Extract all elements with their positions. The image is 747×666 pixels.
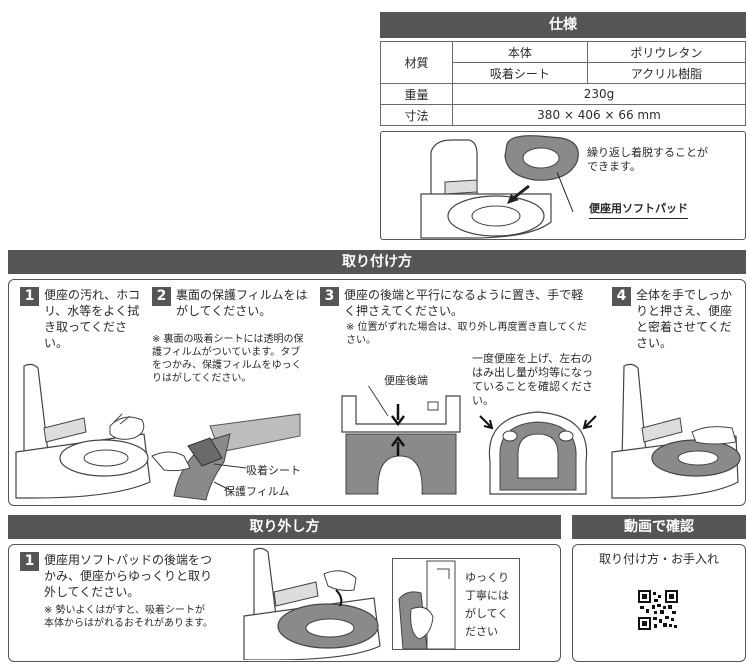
step-text: 便座の後端と平行になるように置き、手で軽く押さえてください。: [344, 288, 584, 318]
install-step-2-note: ※ 裏面の吸着シートには透明の保護フィルムがついています。タブをつかみ、保護フィ…: [152, 334, 304, 384]
remove-title-bar: 取り外し方: [8, 515, 561, 539]
spec-sheet-label: 吸着シート: [452, 62, 588, 84]
video-title: 動画で確認: [624, 519, 694, 535]
spec-figure-label: 便座用ソフトパッド: [589, 202, 688, 219]
step-number: 2: [152, 287, 171, 306]
pointer-line: [557, 172, 574, 213]
spec-size-label: 寸法: [380, 104, 453, 126]
spec-material-label: 材質: [380, 41, 453, 84]
remove-step-1: 1 便座用ソフトパッドの後端をつかみ、便座からゆっくりと取り外してください。: [20, 552, 220, 600]
peel-film-illustration: [151, 413, 301, 501]
toilet-with-pad-illustration: [420, 135, 579, 239]
check-alignment-illustration: [479, 411, 597, 495]
install-step-2: 2 裏面の保護フィルムをはがしてください。: [152, 287, 312, 319]
peel-slowly-illustration: [398, 560, 456, 649]
step-text: 便座用ソフトパッドの後端をつかみ、便座からゆっくりと取り外してください。: [44, 553, 213, 599]
label-adsorption-sheet: 吸着シート: [246, 464, 301, 477]
remove-note: ※ 勢いよくはがすと、吸着シートが本体からはがれるおそれがあります。: [44, 605, 213, 629]
spec-figure-note: 繰り返し着脱することができます。: [587, 146, 708, 173]
spec-table: 材質 本体 ポリウレタン 吸着シート アクリル樹脂 重量 230g 寸法 380…: [380, 41, 747, 126]
install-title-bar: 取り付け方: [8, 250, 746, 274]
install-step-3-note2: 一度便座を上げ、左右のはみ出し量が均等になっていることを確認ください。: [472, 352, 593, 407]
step-number: 4: [612, 287, 631, 306]
remove-pad-illustration: [243, 547, 381, 660]
install-step-3-note: ※ 位置がずれた場合は、取り外し再度置き直してください。: [346, 322, 587, 346]
spec-body-value: ポリウレタン: [586, 41, 747, 63]
place-pad-illustration: [341, 386, 461, 495]
label-protective-film: 保護フィルム: [224, 485, 290, 498]
step-text: 裏面の保護フィルムをはがしてください。: [176, 288, 308, 318]
spec-title-bar: 仕様: [380, 12, 746, 38]
spec-sheet-value: アクリル樹脂: [586, 62, 747, 84]
step-text: 全体を手でしっかりと押さえ、便座と密着させてください。: [636, 288, 733, 350]
spec-body-label: 本体: [452, 41, 588, 63]
remove-inset-box: ゆっくり丁寧にはがしてください: [392, 558, 520, 650]
install-step-3: 3 便座の後端と平行になるように置き、手で軽く押さえてください。: [320, 287, 600, 319]
install-step-4: 4 全体を手でしっかりと押さえ、便座と密着させてください。: [612, 287, 742, 351]
step-number: 3: [320, 287, 339, 306]
spec-weight-value: 230g: [452, 83, 746, 105]
step-number: 1: [20, 287, 39, 306]
press-pad-illustration: [611, 363, 741, 499]
spec-figure-box: 繰り返し着脱することができます。 便座用ソフトパッド: [380, 131, 746, 240]
step-number: 1: [20, 552, 39, 571]
label-seat-rear: 便座後端: [384, 374, 428, 387]
step-text: 便座の汚れ、ホコリ、水等をよく拭き取ってください。: [44, 288, 141, 350]
wipe-seat-illustration: [15, 363, 151, 499]
remove-title: 取り外し方: [249, 519, 320, 535]
qr-code-icon[interactable]: [638, 590, 678, 630]
spec-weight-label: 重量: [380, 83, 453, 105]
remove-inset-text: ゆっくり丁寧にはがしてください: [465, 571, 509, 638]
install-title: 取り付け方: [342, 254, 412, 270]
install-step-1: 1 便座の汚れ、ホコリ、水等をよく拭き取ってください。: [20, 287, 150, 351]
spec-size-value: 380 × 406 × 66 mm: [452, 104, 746, 126]
video-text: 取り付け方・お手入れ: [598, 552, 719, 566]
spec-title: 仕様: [549, 17, 577, 33]
video-title-bar: 動画で確認: [572, 515, 746, 539]
